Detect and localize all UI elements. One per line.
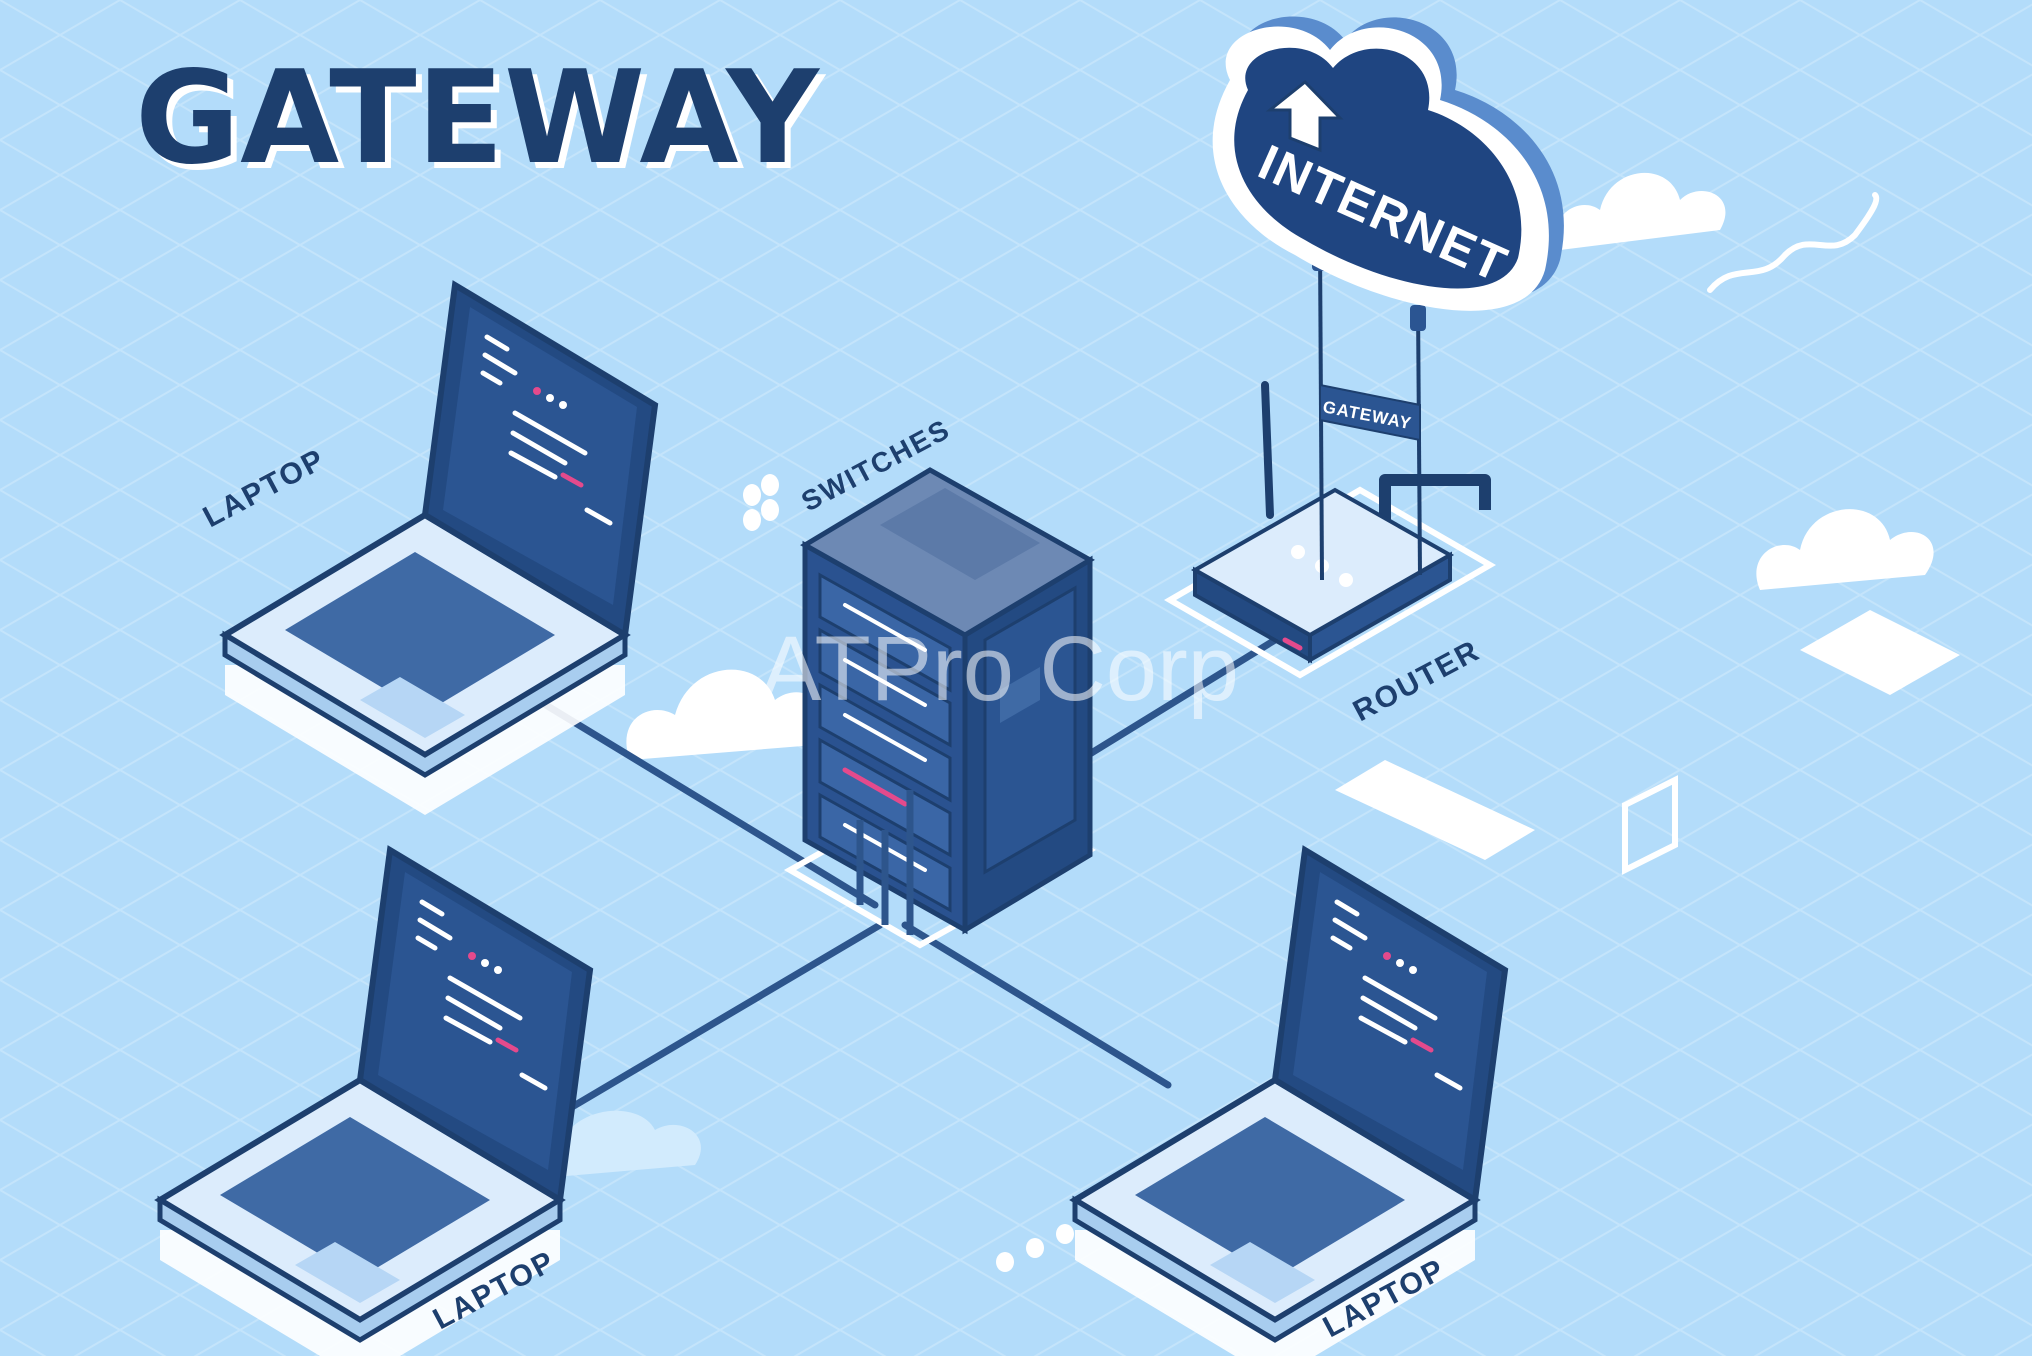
diagram-title: GATEWAY xyxy=(141,50,826,199)
cloud-icon xyxy=(626,669,823,760)
cloud-icon xyxy=(1556,172,1726,250)
gateway-links xyxy=(1312,244,1426,581)
upload-arrow-icon xyxy=(1265,79,1344,153)
cable-router xyxy=(1076,636,1279,764)
decorative-shapes xyxy=(518,172,1960,1272)
square-outline xyxy=(1622,775,1678,875)
wave-line xyxy=(1707,192,1880,293)
internet-cloud xyxy=(1212,16,1564,311)
cloud-icon xyxy=(1756,509,1934,590)
cable-laptop-right-bottom xyxy=(901,921,1172,1089)
cable-laptop-left-bottom xyxy=(546,921,884,1124)
diagram-title-shadow: GATEWAY xyxy=(135,44,820,193)
dot-cluster xyxy=(743,474,779,531)
gateway-tag xyxy=(1319,383,1421,442)
switch-rack xyxy=(783,467,1097,949)
watermark: ATPro Corp xyxy=(760,618,1239,720)
antenna xyxy=(1261,381,1274,519)
tile-shape xyxy=(1335,760,1535,860)
tile-shape xyxy=(1800,610,1960,695)
